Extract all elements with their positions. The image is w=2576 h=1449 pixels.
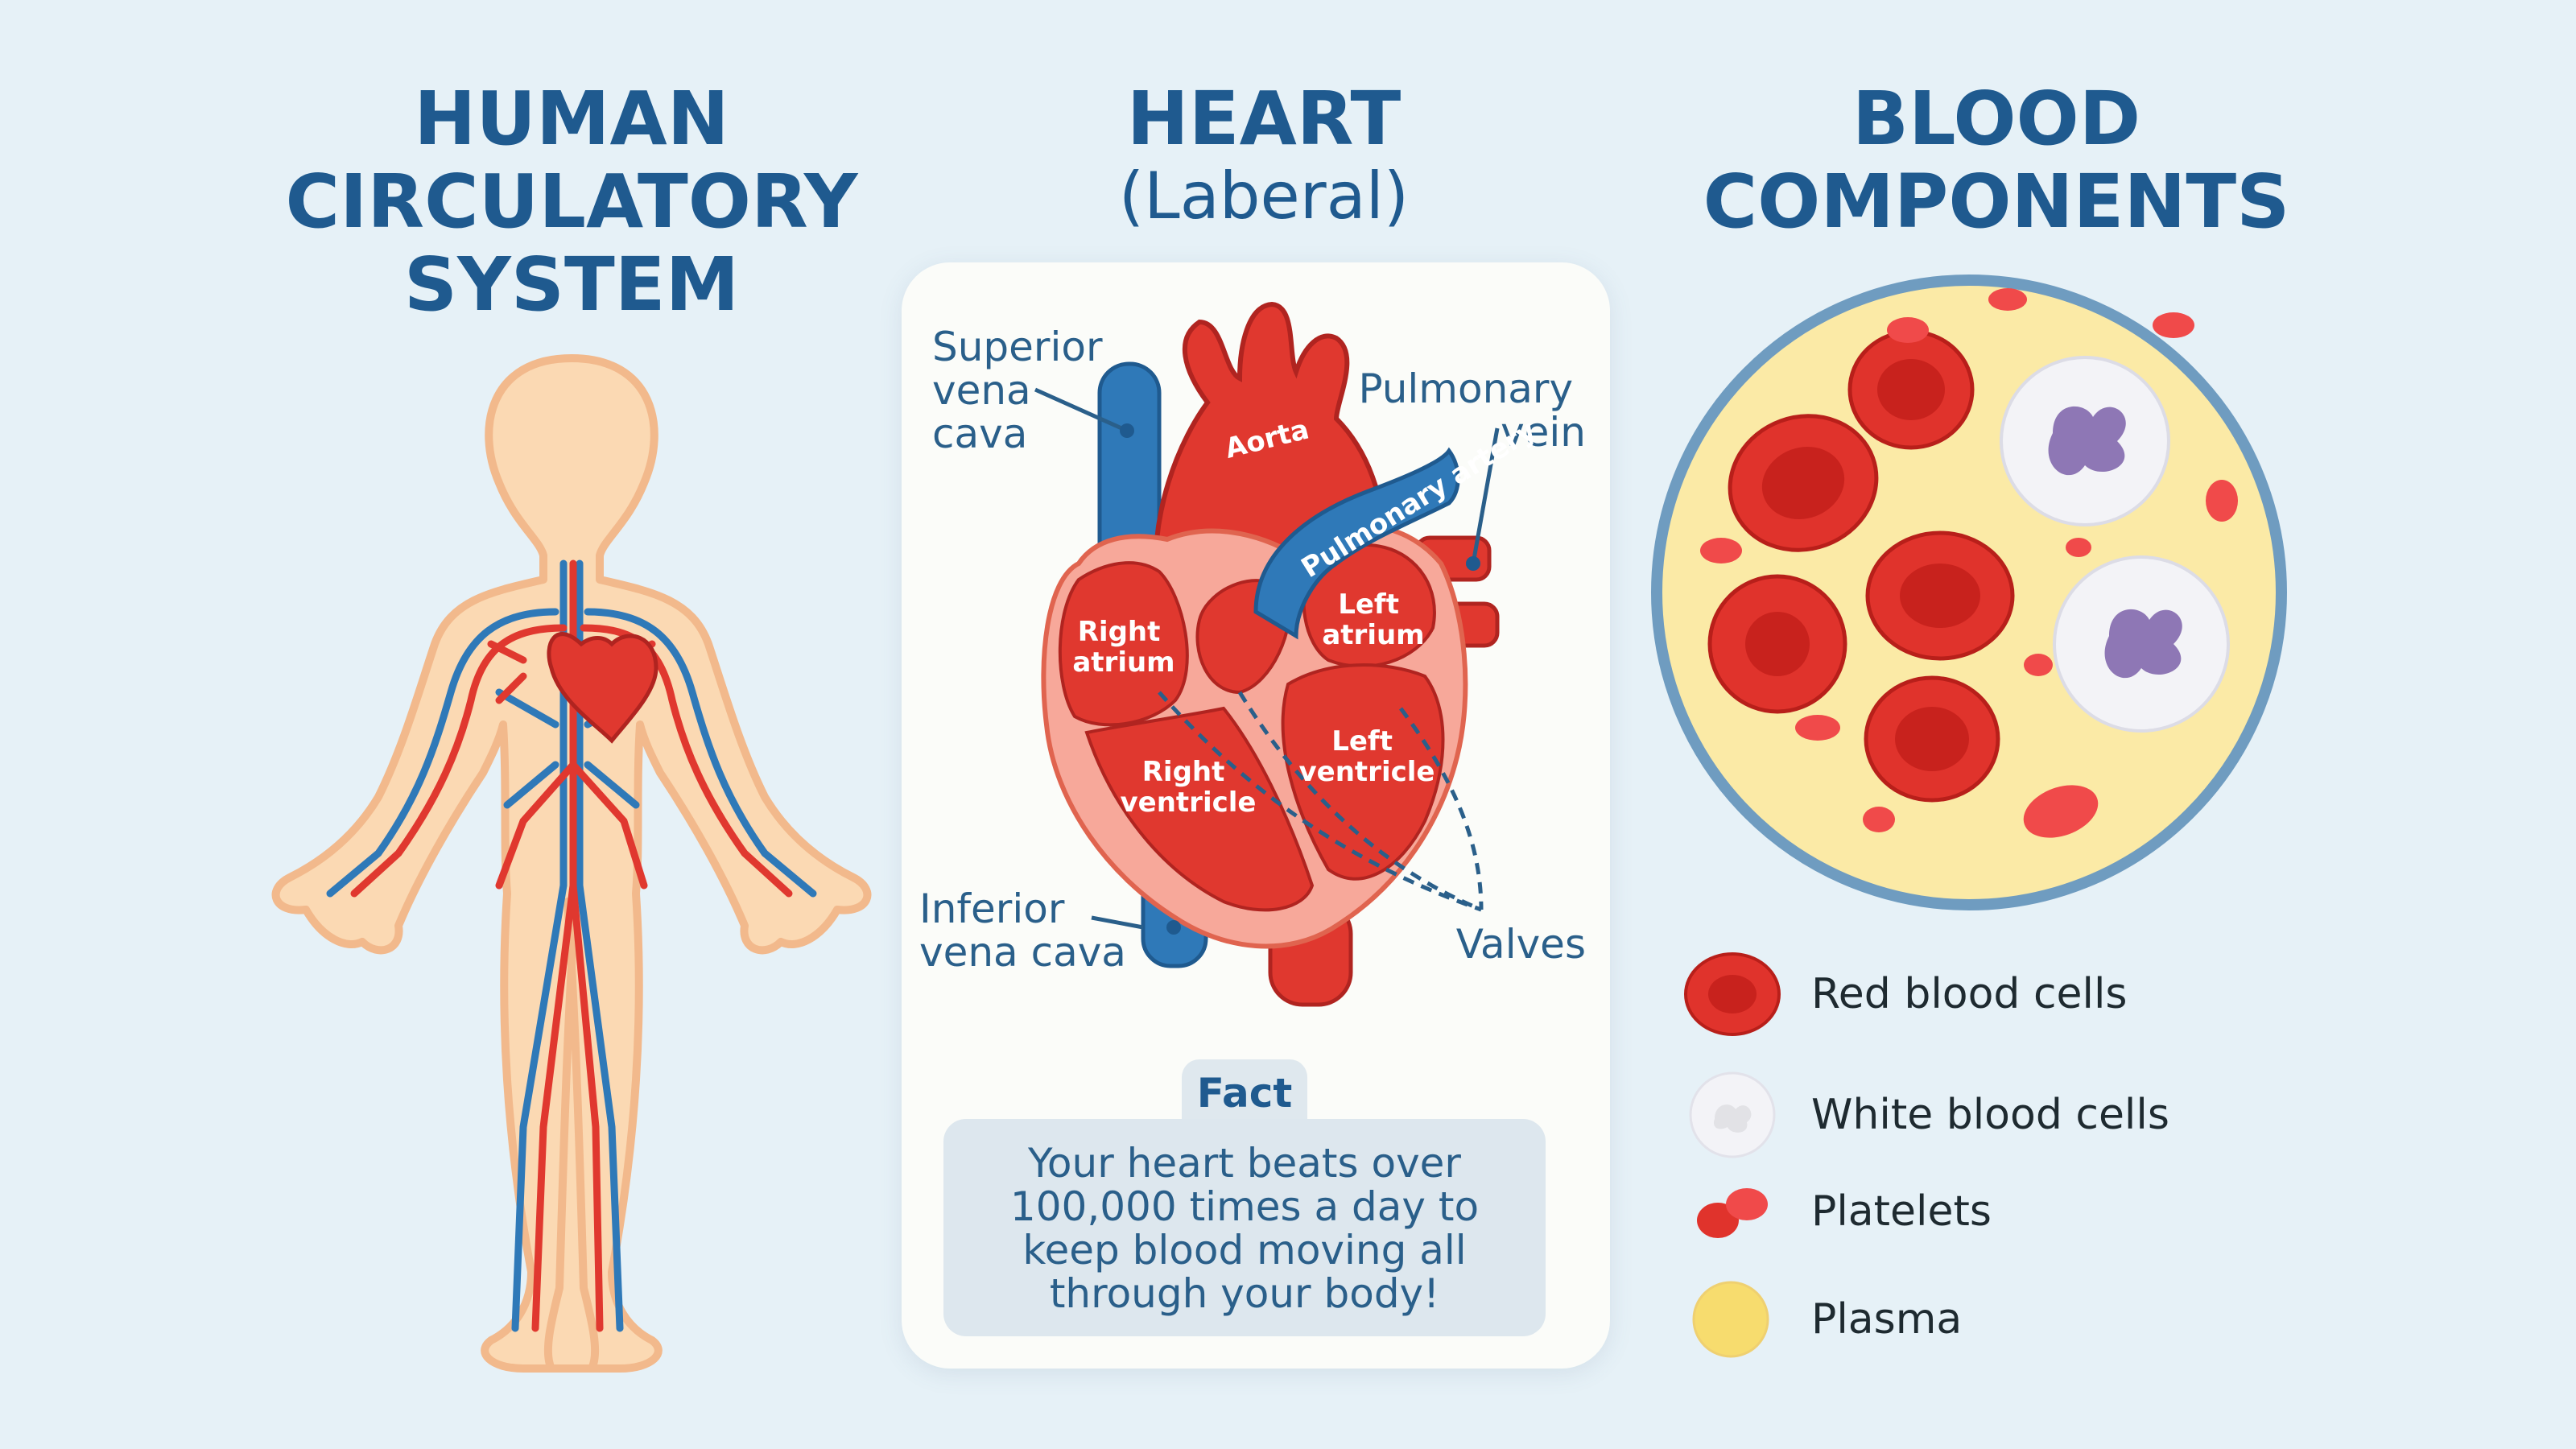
human-body-figure [271,354,872,1373]
fact-text: Your heart beats over 100,000 times a da… [943,1119,1546,1336]
label-left-atrium: Left atrium [1322,588,1424,651]
title-line: CIRCULATORY [285,159,858,246]
valves-pointer-lines [1158,691,1484,912]
title-line: COMPONENTS [1703,159,2290,246]
label-pointer-lines [1034,387,1500,930]
legend-label: Plasma [1811,1295,1963,1344]
blood-components-title: BLOOD COMPONENTS [1642,77,2351,243]
plasma-icon [1682,1275,1787,1364]
legend-item-plasma: Plasma [1682,1275,1962,1364]
veins [326,559,817,1332]
right-atrium [1058,561,1189,727]
legend-item-red-blood-cells: Red blood cells [1682,950,2128,1038]
platelets-group [1700,288,2238,838]
label-superior-vena-cava: Superior vena cava [932,324,1115,457]
heart-diagram: Superior vena cava Pulmonary vein Inferi… [919,301,1586,1007]
legend-item-platelets: Platelets [1682,1167,1992,1256]
white-blood-cell-icon [1682,1071,1787,1159]
label-pulmonary-vein: Pulmonary vein [1358,365,1586,456]
heart-title: HEART (Laberal) [934,77,1594,233]
red-blood-cell-icon [1682,950,1787,1038]
heart-title-main: HEART [1126,76,1402,162]
label-right-atrium: Right atrium [1072,616,1174,679]
legend-item-white-blood-cells: White blood cells [1682,1071,2169,1159]
body-heart-icon [547,632,658,744]
title-line: SYSTEM [403,242,740,328]
legend-label: Platelets [1811,1187,1992,1236]
pulmonary-artery [1253,447,1460,640]
title-line: HUMAN [414,76,729,162]
white-blood-cells-group [2000,356,2230,733]
circulatory-system-title: HUMAN CIRCULATORY SYSTEM [242,77,902,326]
label-right-ventricle: Right ventricle [1121,756,1257,819]
heart-title-subtitle: (Laberal) [1118,159,1410,234]
red-blood-cells-group [1707,329,2015,803]
label-left-ventricle: Left ventricle [1299,725,1435,788]
right-ventricle [1084,706,1315,912]
title-line: BLOOD [1852,76,2141,162]
label-valves: Valves [1456,921,1586,968]
left-ventricle [1281,663,1445,881]
label-inferior-vena-cava: Inferior vena cava [919,886,1126,976]
platelets-icon [1682,1167,1787,1256]
fact-heading: Fact [1182,1059,1307,1127]
legend-label: White blood cells [1811,1091,2169,1139]
legend-label: Red blood cells [1811,970,2128,1018]
blood-sample-circle [1651,275,2287,910]
